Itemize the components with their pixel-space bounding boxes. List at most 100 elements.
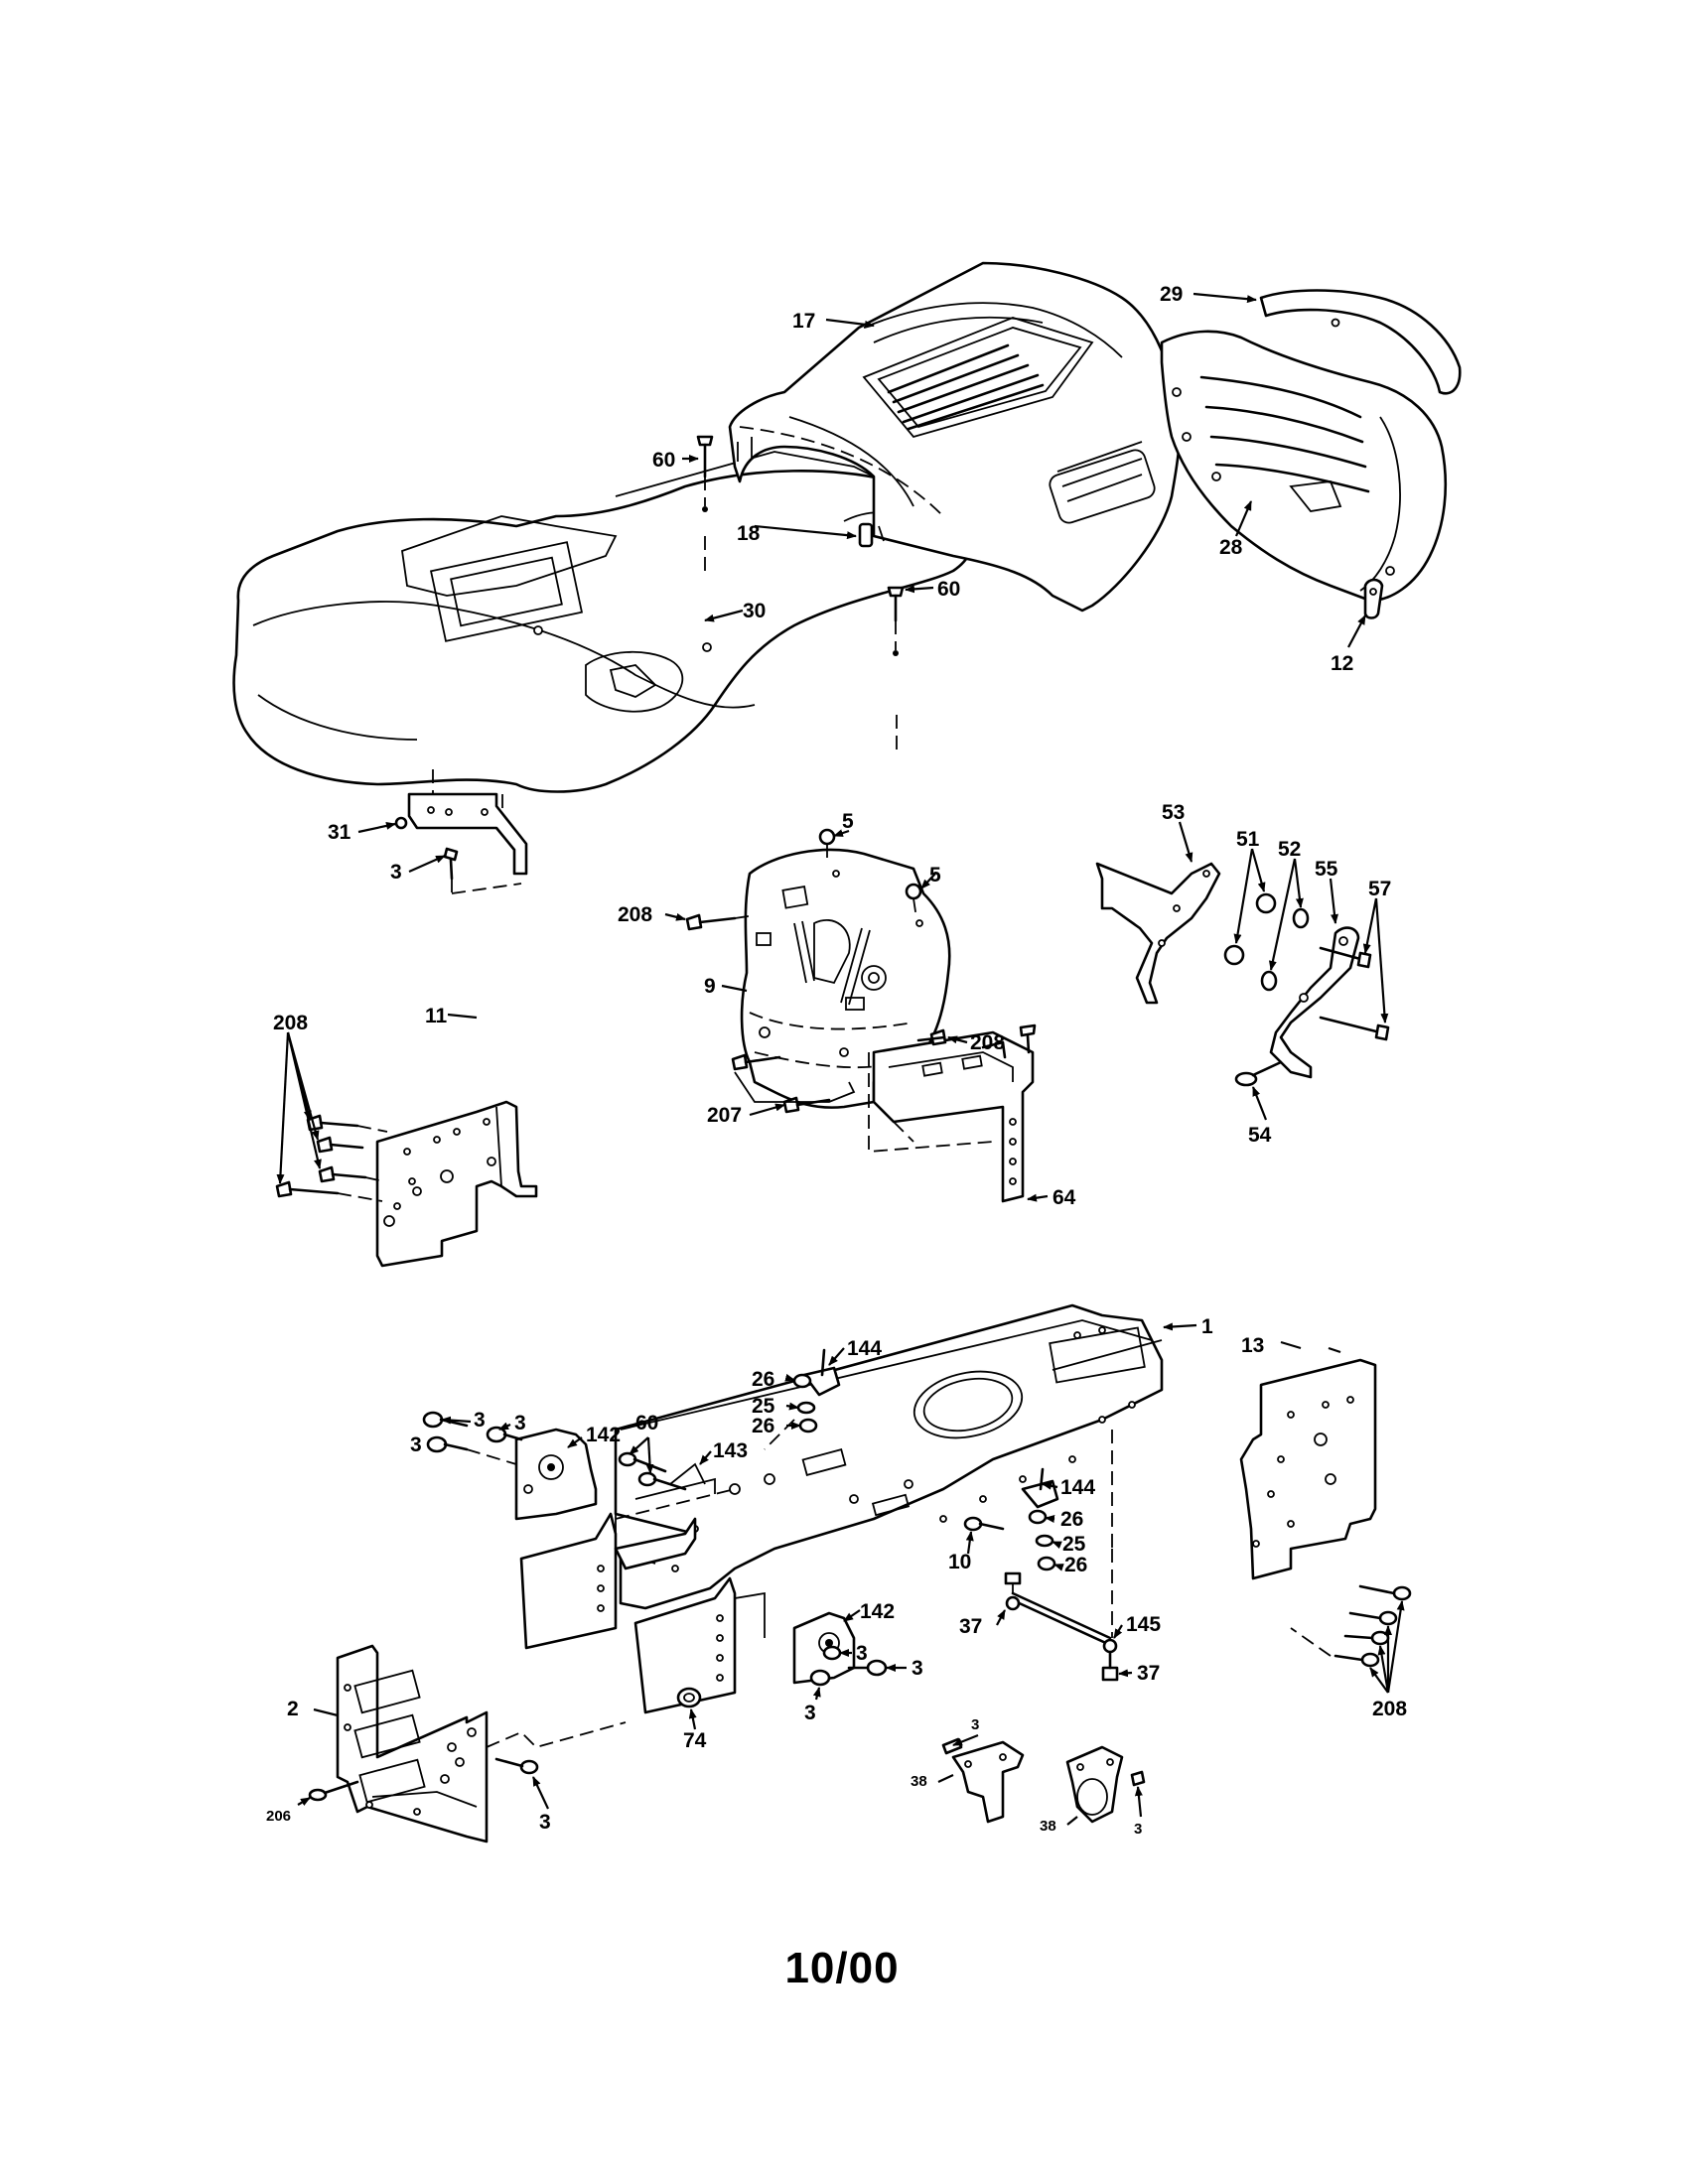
callout-207: 207 [707, 1104, 742, 1127]
callout-60: 60 [937, 578, 960, 601]
callout-25: 25 [1062, 1533, 1086, 1556]
callout-28: 28 [1219, 536, 1243, 559]
rod-145 [1005, 1549, 1118, 1654]
callout-12: 12 [1331, 652, 1353, 675]
callout-206: 206 [266, 1808, 291, 1825]
callout-145: 145 [1126, 1613, 1161, 1636]
stack-26-25-26-lower [1028, 1509, 1056, 1571]
main-frame-1 [614, 1303, 1164, 1610]
callout-38: 38 [911, 1773, 927, 1790]
callout-60: 60 [652, 449, 675, 472]
bracket-38-b [1065, 1745, 1146, 1824]
bolt-208-dash [685, 913, 756, 931]
brace-55 [1269, 926, 1360, 1079]
bolts-60-frame [618, 1451, 706, 1491]
callout-3: 3 [1134, 1821, 1142, 1838]
fender-pan-30 [232, 451, 974, 793]
nut-5b [905, 883, 922, 900]
callout-18: 18 [737, 522, 761, 545]
callout-37: 37 [1137, 1662, 1160, 1685]
nut-5a [818, 828, 836, 846]
callout-142: 142 [586, 1424, 621, 1446]
callout-142: 142 [860, 1600, 895, 1623]
hood-17 [728, 261, 1182, 613]
nut-74 [676, 1687, 702, 1708]
bracket-38-a [941, 1737, 1025, 1824]
bolt-3-front [494, 1757, 539, 1775]
callout-1: 1 [1201, 1315, 1213, 1338]
callout-208: 208 [970, 1031, 1005, 1054]
callout-9: 9 [704, 975, 716, 998]
nuts-51 [1223, 892, 1277, 966]
strap-143 [614, 1477, 716, 1570]
callout-26: 26 [1064, 1554, 1087, 1576]
side-plate-lower [633, 1576, 766, 1714]
callout-51: 51 [1236, 828, 1260, 851]
callout-55: 55 [1315, 858, 1338, 881]
seat-bracket-31 [394, 792, 528, 894]
washers-52 [1260, 907, 1310, 992]
callout-38: 38 [1040, 1818, 1056, 1835]
hood-trim-29 [1259, 289, 1462, 395]
callout-74: 74 [683, 1729, 707, 1752]
callout-208: 208 [273, 1012, 308, 1034]
callout-31: 31 [328, 821, 351, 844]
bolt-206 [308, 1780, 359, 1802]
grille-28 [1160, 330, 1448, 603]
callout-60: 60 [635, 1412, 658, 1434]
bracket-144-lower [1021, 1467, 1059, 1509]
callout-57: 57 [1368, 878, 1391, 900]
callout-26: 26 [752, 1368, 774, 1391]
bolts-208-panel-13 [1290, 1584, 1412, 1668]
callout-30: 30 [743, 600, 766, 622]
callout-10: 10 [948, 1551, 971, 1573]
bushing-18 [858, 522, 874, 548]
callout-5: 5 [929, 864, 941, 887]
callout-5: 5 [842, 810, 854, 833]
callout-26: 26 [1060, 1508, 1083, 1531]
bracket-144-upper [802, 1348, 841, 1397]
callout-3: 3 [856, 1642, 868, 1665]
callout-144: 144 [847, 1337, 882, 1360]
callout-labels: 17 29 60 18 60 30 28 12 31 3 5 5 208 9 5… [266, 283, 1407, 1838]
front-plate-2 [336, 1644, 627, 1843]
bolt-207 [731, 1053, 856, 1114]
bolts-3-lower [809, 1645, 888, 1687]
bolt-208-bracket [916, 1028, 947, 1046]
callout-13: 13 [1241, 1334, 1264, 1357]
bolt-10 [963, 1516, 1005, 1532]
callout-3: 3 [912, 1657, 923, 1680]
callout-3: 3 [514, 1412, 526, 1434]
callout-25: 25 [752, 1395, 775, 1418]
callout-29: 29 [1160, 283, 1183, 306]
callout-37: 37 [959, 1615, 982, 1638]
axle-bracket-142-upper [514, 1428, 598, 1521]
bolts-208-panel-11 [275, 1114, 388, 1202]
callout-17: 17 [792, 310, 815, 333]
callout-54: 54 [1248, 1124, 1272, 1147]
callout-11: 11 [425, 1005, 448, 1027]
callout-144: 144 [1060, 1476, 1095, 1499]
axle-bracket-142-lower [792, 1611, 856, 1685]
callout-3: 3 [390, 861, 402, 884]
callout-52: 52 [1278, 838, 1301, 861]
pin-37-b [1101, 1651, 1119, 1682]
bolt-60-upper [696, 435, 714, 512]
side-plate-left [519, 1488, 736, 1650]
callout-64: 64 [1052, 1186, 1076, 1209]
callout-26: 26 [752, 1415, 774, 1437]
callout-3: 3 [804, 1702, 816, 1724]
leader-lines [276, 292, 1405, 1826]
bolts-57 [1319, 946, 1390, 1041]
brace-53 [1095, 862, 1221, 1005]
clip-12 [1363, 578, 1384, 619]
bolts-3-upper [422, 1411, 523, 1465]
callout-208: 208 [1372, 1698, 1407, 1720]
bracket-64 [868, 1024, 1037, 1203]
side-panel-13 [1239, 1358, 1377, 1580]
callout-3: 3 [410, 1433, 422, 1456]
callout-208: 208 [618, 903, 652, 926]
side-panel-11 [375, 1100, 538, 1268]
bolt-54 [1234, 1060, 1283, 1087]
